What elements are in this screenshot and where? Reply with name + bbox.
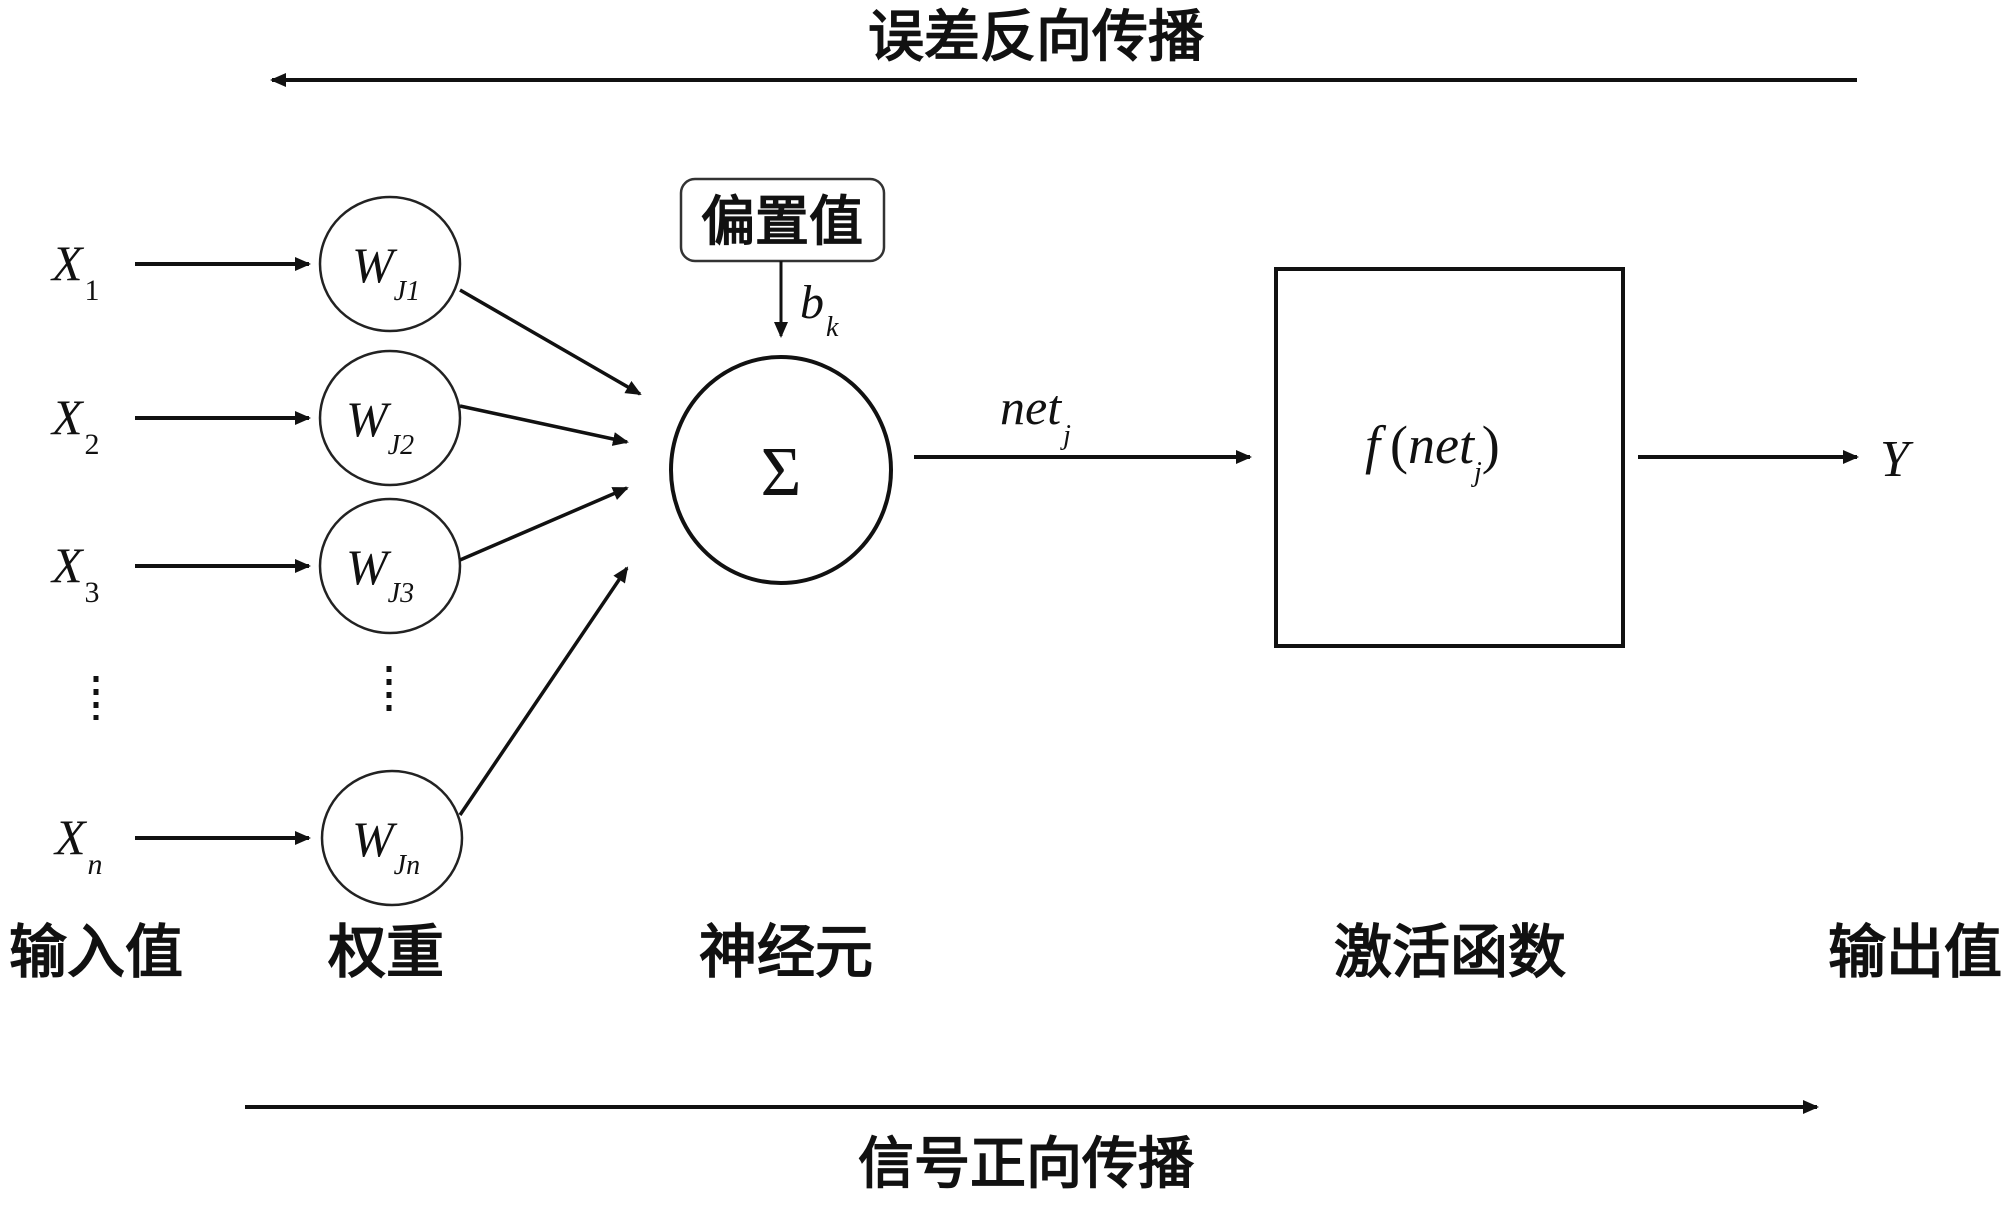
weight-w1: WJ1 <box>318 195 462 333</box>
label-output: 输出值 <box>1828 918 2002 986</box>
svg-text:X1: X1 <box>50 235 100 307</box>
weight-wn: WJn <box>320 769 464 907</box>
weight-w3: WJ3 <box>318 497 462 635</box>
input-x1: X1 <box>50 235 100 307</box>
sigma-symbol: Σ <box>761 434 802 511</box>
arrow-w3-neuron <box>459 486 629 562</box>
activation-box: f(netj) <box>1274 267 1625 648</box>
svg-text:WJn: WJn <box>352 811 420 881</box>
input-x2: X2 <box>50 389 100 461</box>
svg-text:X2: X2 <box>50 389 100 461</box>
bias-box: 偏置值 <box>679 177 886 263</box>
activation-formula: f(netj) <box>1365 415 1500 488</box>
svg-text:Xn: Xn <box>53 809 103 881</box>
svg-text:WJ3: WJ3 <box>346 539 414 609</box>
label-inputs: 输入值 <box>9 918 183 986</box>
neuron-sum: Σ <box>669 355 893 585</box>
weight-w2: WJ2 <box>318 349 462 487</box>
arrow-wn-neuron <box>458 566 629 816</box>
label-activation: 激活函数 <box>1334 918 1566 986</box>
arrow-w1-neuron <box>459 288 642 396</box>
net-label: netj <box>1000 379 1071 451</box>
svg-text:WJ1: WJ1 <box>352 237 420 307</box>
bias-symbol: bk <box>800 276 839 343</box>
backprop-title: 误差反向传播 <box>868 4 1205 70</box>
output-symbol: Y <box>1880 431 1914 488</box>
svg-text:WJ2: WJ2 <box>346 391 414 461</box>
input-x3: X3 <box>50 537 100 609</box>
arrow-w2-neuron <box>459 404 629 446</box>
label-neuron: 神经元 <box>699 918 873 986</box>
input-xn: Xn <box>53 809 103 881</box>
label-weights: 权重 <box>327 918 444 986</box>
svg-text:偏置值: 偏置值 <box>701 189 863 253</box>
svg-text:X3: X3 <box>50 537 100 609</box>
forward-title: 信号正向传播 <box>858 1131 1195 1197</box>
